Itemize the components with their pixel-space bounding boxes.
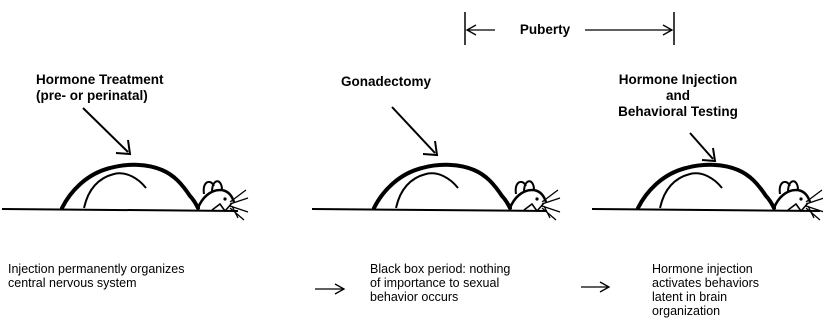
flow-arrow-1 bbox=[315, 284, 344, 294]
stage-2-title-line-1: Gonadectomy bbox=[341, 74, 491, 90]
puberty-label: Puberty bbox=[505, 22, 585, 38]
stage-1-caption: Injection permanently organizes central … bbox=[8, 262, 278, 290]
stage-1-title: Hormone Treatment (pre- or perinatal) bbox=[36, 72, 226, 104]
stage-2-caption-line-2: of importance to sexual bbox=[370, 276, 570, 290]
stage-3-caption-line-1: Hormone injection bbox=[652, 262, 817, 276]
stage-3-caption-line-4: organization bbox=[652, 304, 817, 318]
stage-2-caption: Black box period: nothing of importance … bbox=[370, 262, 570, 304]
stage-1-caption-line-1: Injection permanently organizes bbox=[8, 262, 278, 276]
flow-arrow-2 bbox=[581, 282, 609, 292]
pointer-arrow-1 bbox=[83, 108, 130, 154]
stage-1-caption-line-2: central nervous system bbox=[8, 276, 278, 290]
stage-1-title-line-2: (pre- or perinatal) bbox=[36, 88, 226, 104]
stage-1-title-line-1: Hormone Treatment bbox=[36, 72, 226, 88]
ground-line-1 bbox=[2, 209, 238, 211]
stage-3-title-line-3: Behavioral Testing bbox=[583, 104, 773, 120]
ground-line-3 bbox=[592, 209, 820, 211]
stage-2-caption-line-1: Black box period: nothing bbox=[370, 262, 570, 276]
stage-3-title-line-2: and bbox=[583, 88, 773, 104]
stage-3-caption-line-3: latent in brain bbox=[652, 290, 817, 304]
pointer-arrow-2 bbox=[392, 107, 437, 155]
pointer-arrow-3 bbox=[690, 133, 715, 161]
ground-line-2 bbox=[312, 209, 547, 211]
stage-3-title: Hormone Injection and Behavioral Testing bbox=[583, 72, 773, 120]
stage-2-title: Gonadectomy bbox=[341, 74, 491, 90]
stage-3-caption-line-2: activates behaviors bbox=[652, 276, 817, 290]
stage-3-caption: Hormone injection activates behaviors la… bbox=[652, 262, 817, 318]
stage-2-caption-line-3: behavior occurs bbox=[370, 290, 570, 304]
stage-3-title-line-1: Hormone Injection bbox=[583, 72, 773, 88]
